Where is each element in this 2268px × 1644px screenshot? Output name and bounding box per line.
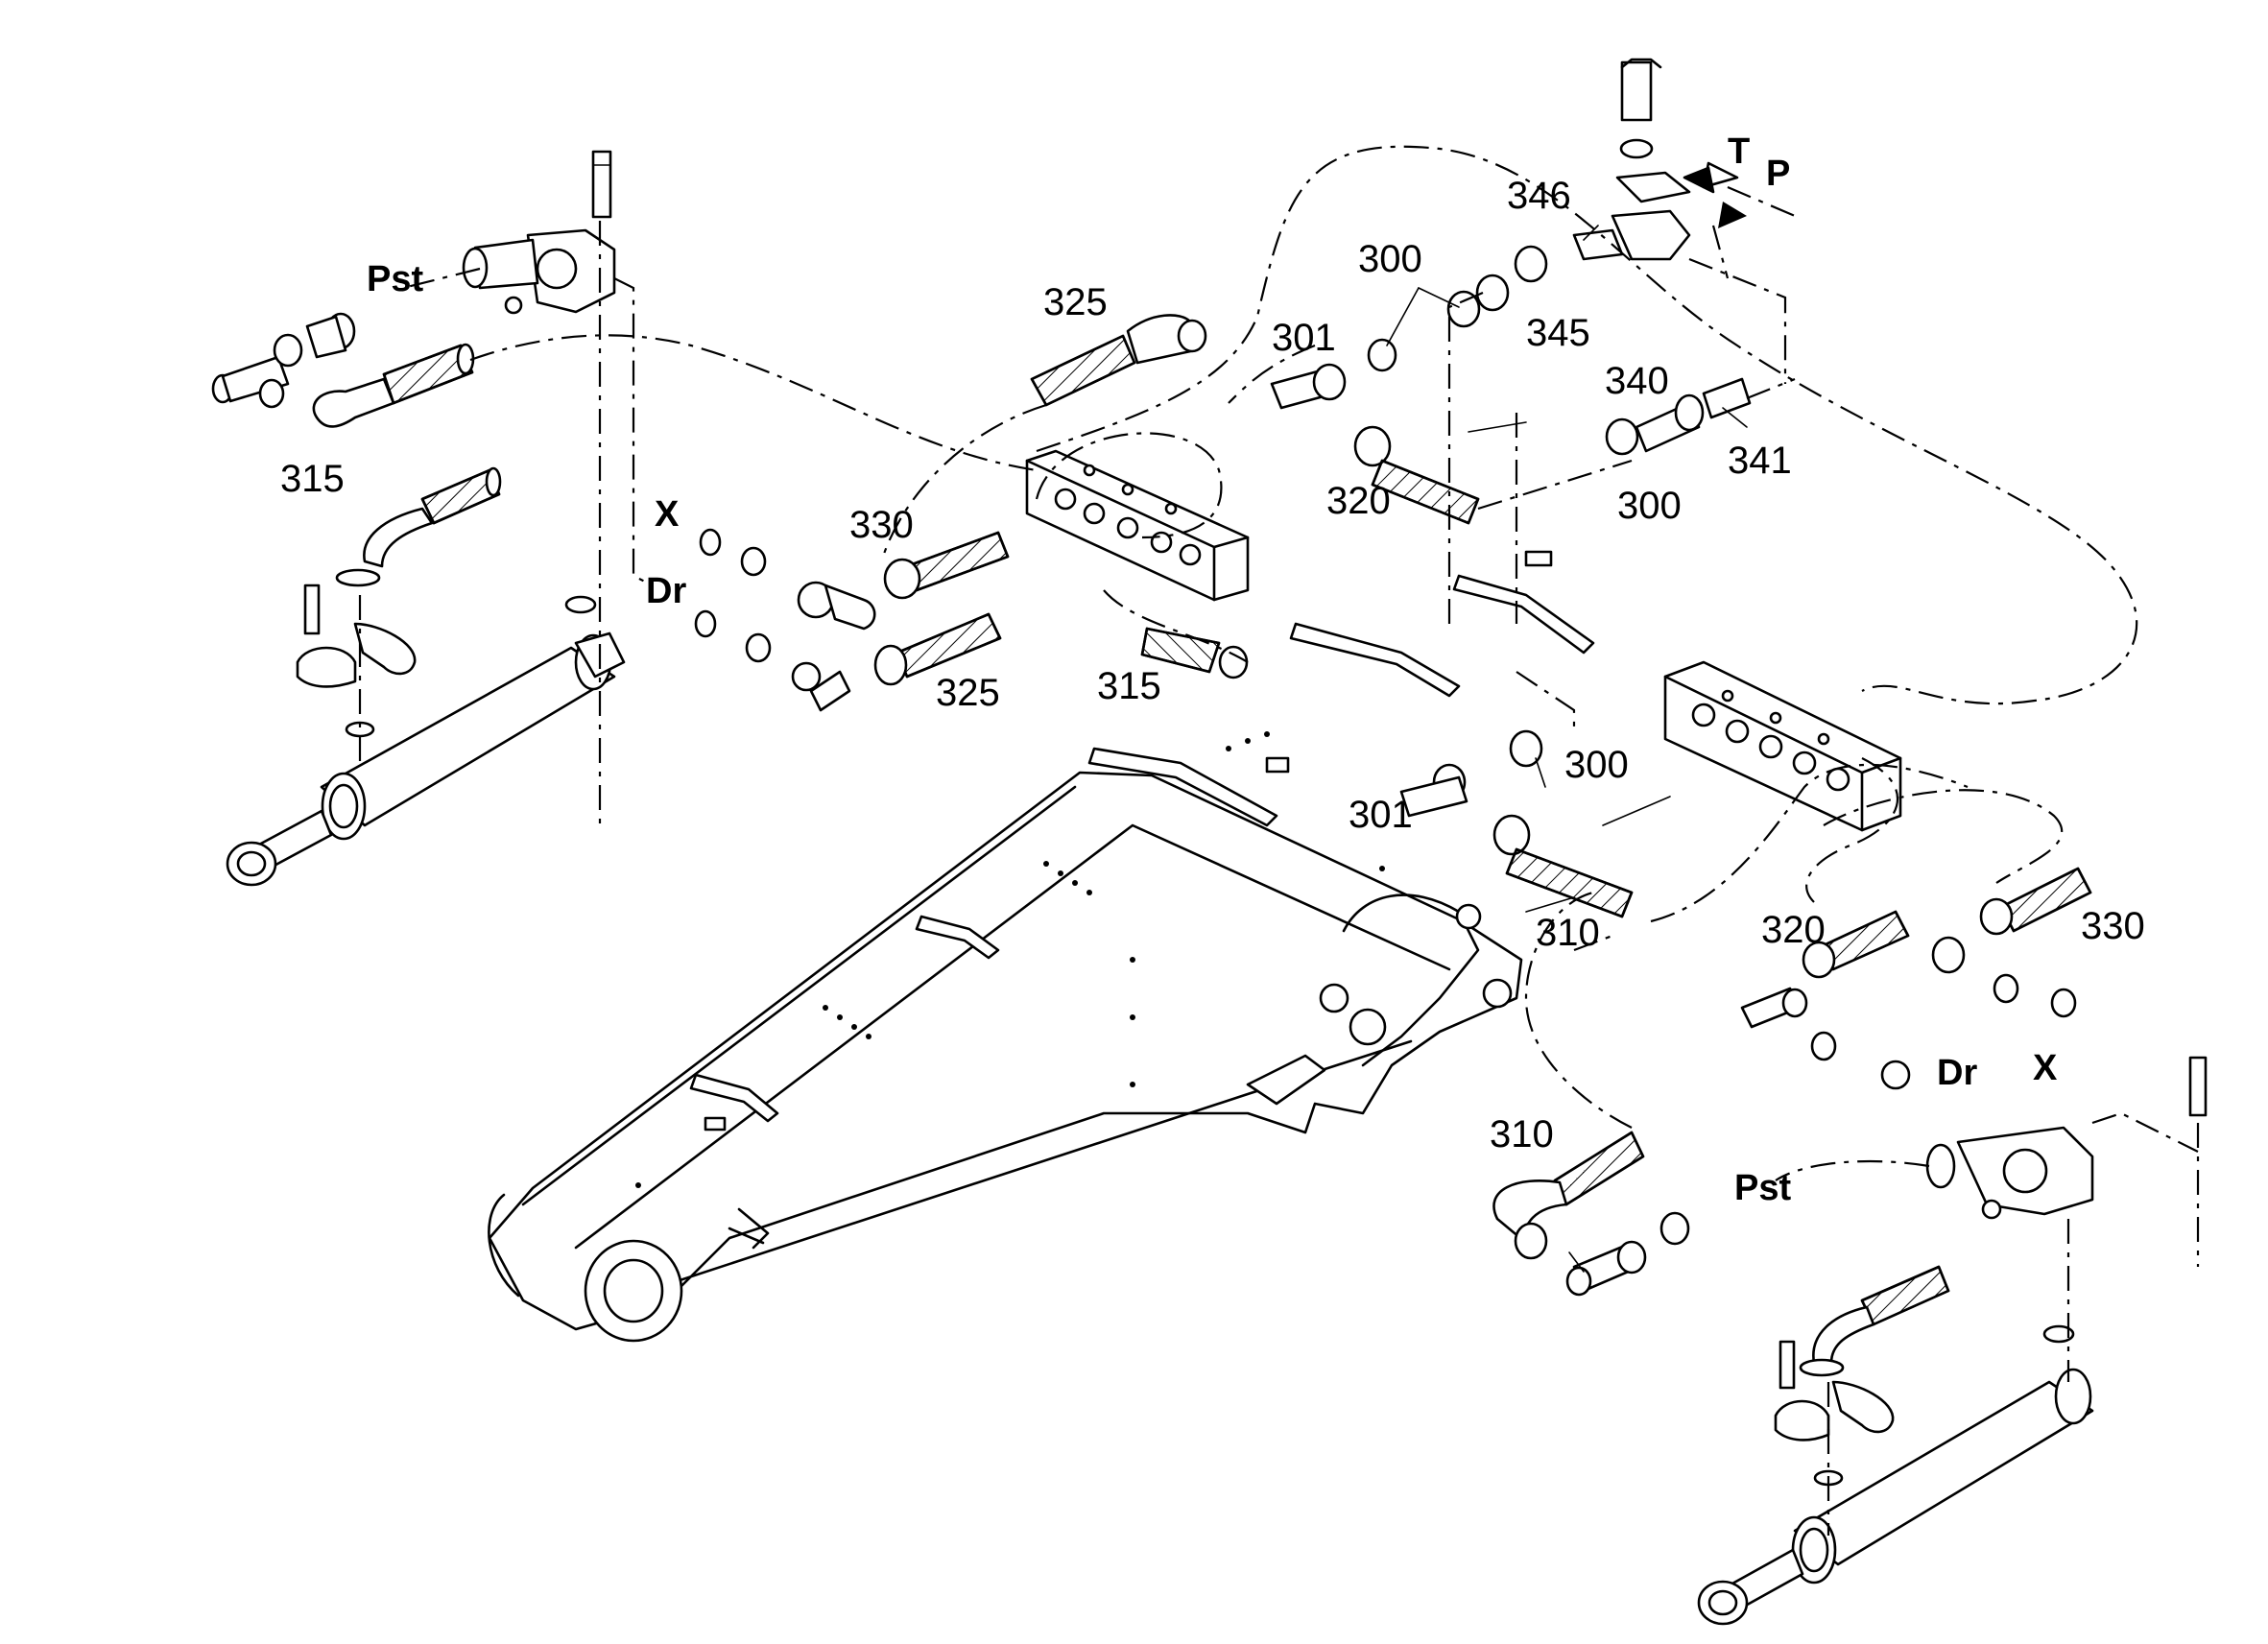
- callout-325-left: 325: [936, 672, 1000, 714]
- port-labels: Pst X Dr T P Dr X Pst: [367, 131, 2058, 1208]
- hose-upper-right-cylinder: [1799, 1265, 1950, 1377]
- low-fittings-group: [1565, 1211, 1690, 1297]
- fittings-340-341: [1605, 377, 1752, 456]
- clamp-block-right: [1663, 660, 1902, 832]
- left-clamp: [296, 584, 417, 738]
- callout-340: 340: [1605, 360, 1669, 402]
- boom-arm: [488, 731, 1523, 1343]
- hose-330-left: [883, 531, 1010, 600]
- hose-clamp-brackets: [689, 550, 1595, 1132]
- boom-rivet-holes: [635, 731, 1385, 1188]
- clamp-block-left: [1025, 449, 1250, 602]
- callout-315-mid: 315: [1097, 665, 1161, 707]
- port-label-dr-right: Dr: [1937, 1053, 1977, 1093]
- leader-lines: [1386, 225, 1748, 1273]
- port-label-pst-right: Pst: [1734, 1168, 1791, 1208]
- left-fittings-group: [211, 312, 356, 409]
- port-label-pst-left: Pst: [367, 259, 423, 299]
- port-label-p: P: [1766, 154, 1790, 194]
- port-label-t: T: [1728, 131, 1750, 172]
- hose-upper-left-cylinder: [335, 466, 502, 587]
- right-fittings-group: [1740, 867, 2092, 1090]
- callout-330-left: 330: [849, 504, 914, 546]
- hose-310-low: [1492, 1131, 1645, 1260]
- port-label-x-left: X: [655, 494, 680, 535]
- callout-325-top: 325: [1043, 281, 1108, 323]
- callout-320-top: 320: [1326, 480, 1391, 522]
- tp-connection-block: [1475, 58, 1747, 312]
- callout-301-top: 301: [1272, 317, 1336, 359]
- callout-330-right: 330: [2081, 905, 2145, 947]
- top-fittings-group: [1270, 290, 1481, 525]
- port-label-x-right: X: [2033, 1048, 2058, 1088]
- callout-310-mid: 310: [1536, 912, 1600, 954]
- callout-300-mid: 300: [1564, 744, 1629, 786]
- callout-numbers: 315 330 325 325 315 300 301 320 346 345 …: [280, 175, 2145, 1156]
- hose-325-left: [873, 612, 1002, 686]
- right-cylinder: [1697, 1324, 2094, 1626]
- right-brake-valve-assembly: [1925, 1056, 2208, 1220]
- hose-325-top: [1030, 314, 1207, 407]
- port-label-dr-left: Dr: [646, 571, 686, 611]
- hose-315-left: [312, 343, 475, 428]
- mid-fittings-group: [1399, 729, 1634, 918]
- callout-341: 341: [1728, 440, 1792, 482]
- right-clamp: [1774, 1340, 1895, 1487]
- callout-301-mid: 301: [1349, 794, 1413, 836]
- callout-345: 345: [1526, 312, 1590, 354]
- callout-320-right: 320: [1761, 909, 1826, 951]
- callout-300-right: 300: [1617, 485, 1682, 527]
- routing-lines: [358, 145, 2200, 1536]
- callout-310-low: 310: [1490, 1113, 1554, 1156]
- left-brake-valve-assembly: [462, 150, 616, 315]
- callout-346: 346: [1507, 175, 1571, 217]
- left-cylinder: [226, 595, 626, 887]
- callout-315-left: 315: [280, 458, 345, 500]
- callout-300-top: 300: [1358, 238, 1422, 280]
- left-x-dr-fittings: [694, 528, 876, 712]
